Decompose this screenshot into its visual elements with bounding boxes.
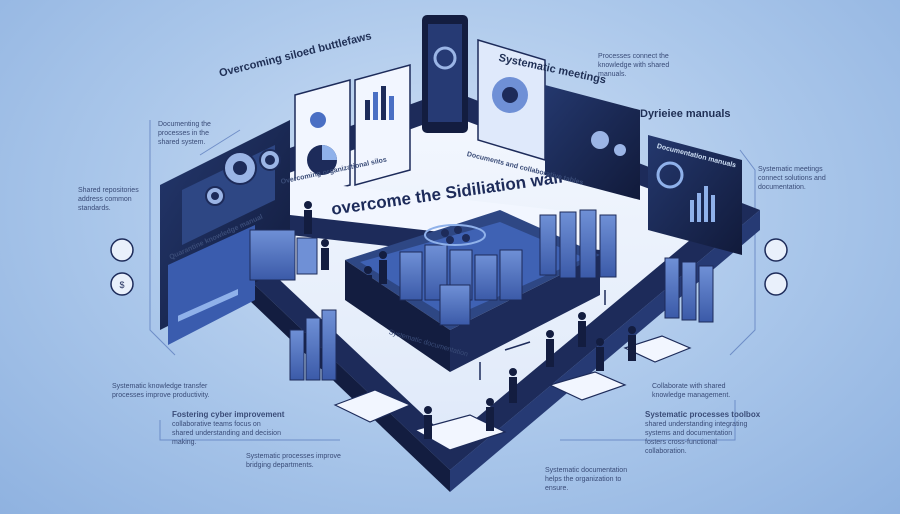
callout-4-heading: Fostering cyber improvement [172,410,285,419]
right-screen-panel [545,85,640,200]
callout-6: Systematic documentation helps the organ… [545,467,628,492]
callout-1: Documenting the processes in the shared … [158,121,211,146]
callout-7: Collaborate with shared knowledge manage… [652,383,731,399]
shield-icon: $ [110,238,134,296]
heading-right: Dyrieiee manuals [640,108,731,120]
svg-text:$: $ [119,280,124,290]
left-blocks [249,229,337,381]
callout-3: Systematic knowledge transfer processes … [112,383,210,399]
document-icon [333,335,692,451]
pie-chart-panel [294,79,351,201]
gear-icon [205,149,281,206]
right-blocks [539,209,714,323]
callout-8: shared understanding integrating systems… [645,421,748,455]
lock-icon [764,238,788,296]
callout-2: Shared repositories address common stand… [78,187,139,212]
flow-arrows [479,290,606,380]
callout-4: collaborative teams focus on shared unde… [172,421,281,446]
phone-panel [422,15,468,133]
callout-9: Processes connect the knowledge with sha… [598,53,670,78]
network-cluster [424,224,486,246]
callout-10: Systematic meetings connect solutions an… [758,166,826,191]
callout-8-heading: Systematic processes toolbox [645,410,761,419]
person-icon [304,201,636,439]
server-icon [399,244,523,326]
callout-5: Systematic processes improve bridging de… [246,453,341,469]
manuals-panel [648,135,742,255]
bar-chart-panel [354,64,411,186]
